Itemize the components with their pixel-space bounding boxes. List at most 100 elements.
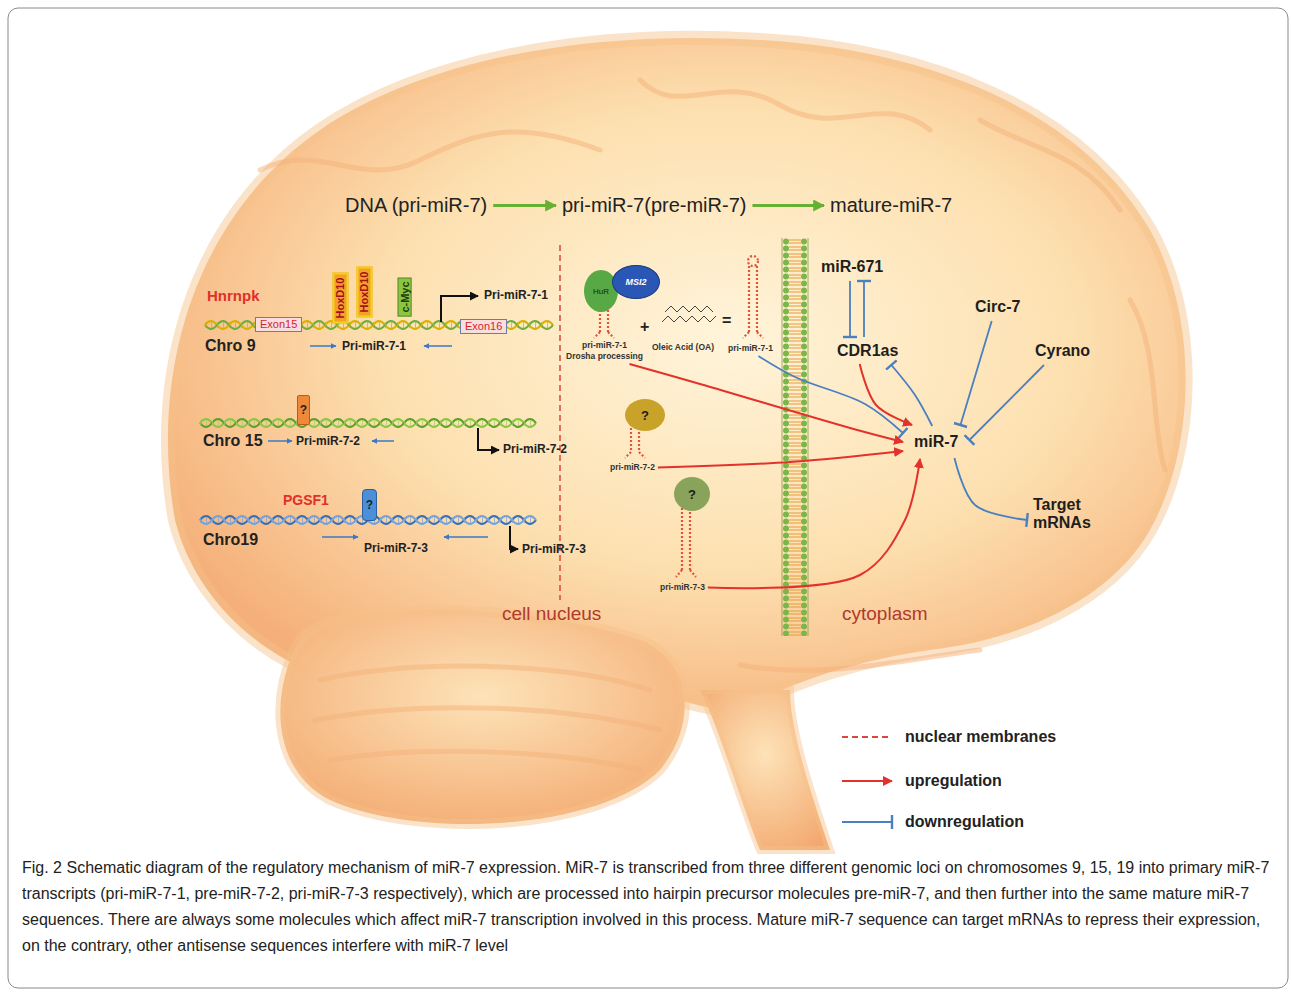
legend-sample [842, 821, 892, 823]
exon-box: Exon16 [460, 319, 507, 334]
connectors [493, 206, 1044, 589]
chromosome-15-helix [200, 420, 536, 426]
primer-arrow [424, 345, 452, 347]
node-text: MSI2 [625, 277, 646, 287]
cell-membrane [808, 238, 809, 636]
label-text: Chro 15 [203, 432, 263, 449]
chromosome-15-helix [200, 419, 536, 427]
node-text: Target mRNAs [1033, 496, 1099, 532]
node-text: ? [641, 408, 649, 423]
cell-membrane [782, 238, 808, 636]
rna-node: Cyrano [1032, 340, 1093, 362]
transcript-label: Pri-miR-7-3 [522, 542, 586, 556]
brain-illustration [700, 690, 830, 850]
node-text: HoxD10 [334, 278, 346, 319]
brain-illustration [980, 120, 1120, 210]
brain-illustration [168, 38, 1186, 709]
node-text: miR-671 [821, 258, 883, 276]
compartment-label: cell nucleus [502, 603, 601, 625]
rna-node: CDR1as [834, 340, 901, 362]
rna-hairpin [676, 570, 696, 577]
legend-text: nuclear membranes [905, 728, 1056, 745]
rna-hairpin [756, 266, 758, 332]
rna-hairpin [689, 508, 691, 570]
exon-box: Exon15 [255, 317, 302, 332]
legend-samples [842, 737, 892, 822]
node-text: pri-miR-7-2 [610, 462, 655, 473]
node-text: pri-miR-7-1 [728, 343, 773, 354]
brain-illustration [315, 708, 660, 730]
caption-text: Fig. 2 Schematic diagram of the regulato… [22, 859, 1269, 954]
factor-label: PGSF1 [283, 492, 329, 508]
node-text: Drosha processing [566, 351, 643, 362]
flow-step: mature-miR-7 [830, 194, 952, 217]
promoter-arrow [478, 428, 499, 450]
brain-illustration [320, 666, 650, 690]
inhibition-connector [960, 321, 991, 425]
label-text: Pri-miR-7-1 [484, 288, 548, 302]
node-text: Oleic Acid (OA) [652, 342, 714, 353]
mirna-node: miR-7 [906, 428, 966, 456]
oleic-acid-chain [665, 306, 713, 312]
rna-hairpin [594, 332, 614, 338]
label-text: Pri-miR-7-3 [522, 542, 586, 556]
oleic-acid-chain [662, 306, 716, 322]
brain-illustration [1130, 300, 1165, 470]
label-text: Pri-miR-7-1 [342, 339, 406, 353]
hairpin-label: pri-miR-7-1Drosha processing [566, 340, 643, 362]
rna-hairpin [594, 256, 763, 577]
rna-hairpin [748, 256, 758, 266]
label-text: Pri-miR-7-2 [296, 434, 360, 448]
inhibition-connector [849, 281, 851, 337]
chromosome-label: Chro19 [203, 531, 258, 549]
legend-text: upregulation [905, 772, 1002, 789]
inhibition-connector [891, 365, 932, 426]
brain-illustration [640, 80, 930, 130]
node-text: ? [688, 487, 696, 502]
transcript-label: Pri-miR-7-3 [364, 541, 428, 555]
chromosome-15-helix [200, 419, 536, 427]
legend-sample [842, 780, 892, 782]
figure-caption: Fig. 2 Schematic diagram of the regulato… [22, 855, 1274, 959]
node-text: pri-miR-7-1 [566, 340, 643, 351]
legend-text: downregulation [905, 813, 1024, 830]
target-node: Target mRNAs [1030, 494, 1102, 534]
activation-connector [493, 204, 556, 207]
rna-hairpin [681, 508, 683, 570]
transcript-label: Pri-miR-7-2 [296, 434, 360, 448]
operator-symbol: + [640, 318, 649, 336]
hairpin-label: pri-miR-7-2 [610, 462, 655, 473]
label-text: Hnrnpk [207, 287, 260, 304]
activation-connector [860, 364, 912, 425]
transcription-factor-box: c-Myc [397, 277, 411, 316]
legend-sample [842, 736, 892, 738]
flow-step: pri-miR-7(pre-miR-7) [562, 194, 746, 217]
brain-illustration [260, 80, 1165, 770]
activation-connector [708, 459, 920, 588]
transcript-label: Pri-miR-7-1 [484, 288, 548, 302]
rna-hairpin [625, 452, 645, 458]
legend-entry: downregulation [905, 812, 1024, 832]
label-text: Chro 9 [205, 337, 256, 354]
primer-arrow [372, 440, 394, 442]
factor-label: Hnrnpk [207, 287, 260, 304]
cell-membrane [782, 238, 783, 636]
brain-illustration [280, 610, 684, 824]
label-text: + [640, 318, 649, 335]
chromosome-label: Chro 15 [203, 432, 263, 450]
transcript-label: Pri-miR-7-1 [342, 339, 406, 353]
rna-hairpin [748, 266, 750, 332]
unknown-factor-blob: ? [674, 477, 710, 511]
node-text: pri-miR-7(pre-miR-7) [562, 194, 746, 217]
inhibition-connector [863, 281, 865, 337]
cell-membrane [782, 238, 808, 636]
rna-node: miR-671 [818, 256, 886, 278]
unknown-factor-box: ? [362, 489, 377, 521]
rna-hairpin [743, 332, 763, 338]
node-text: mature-miR-7 [830, 194, 952, 217]
node-text: CDR1as [837, 342, 898, 360]
brain-illustration [168, 38, 1186, 850]
